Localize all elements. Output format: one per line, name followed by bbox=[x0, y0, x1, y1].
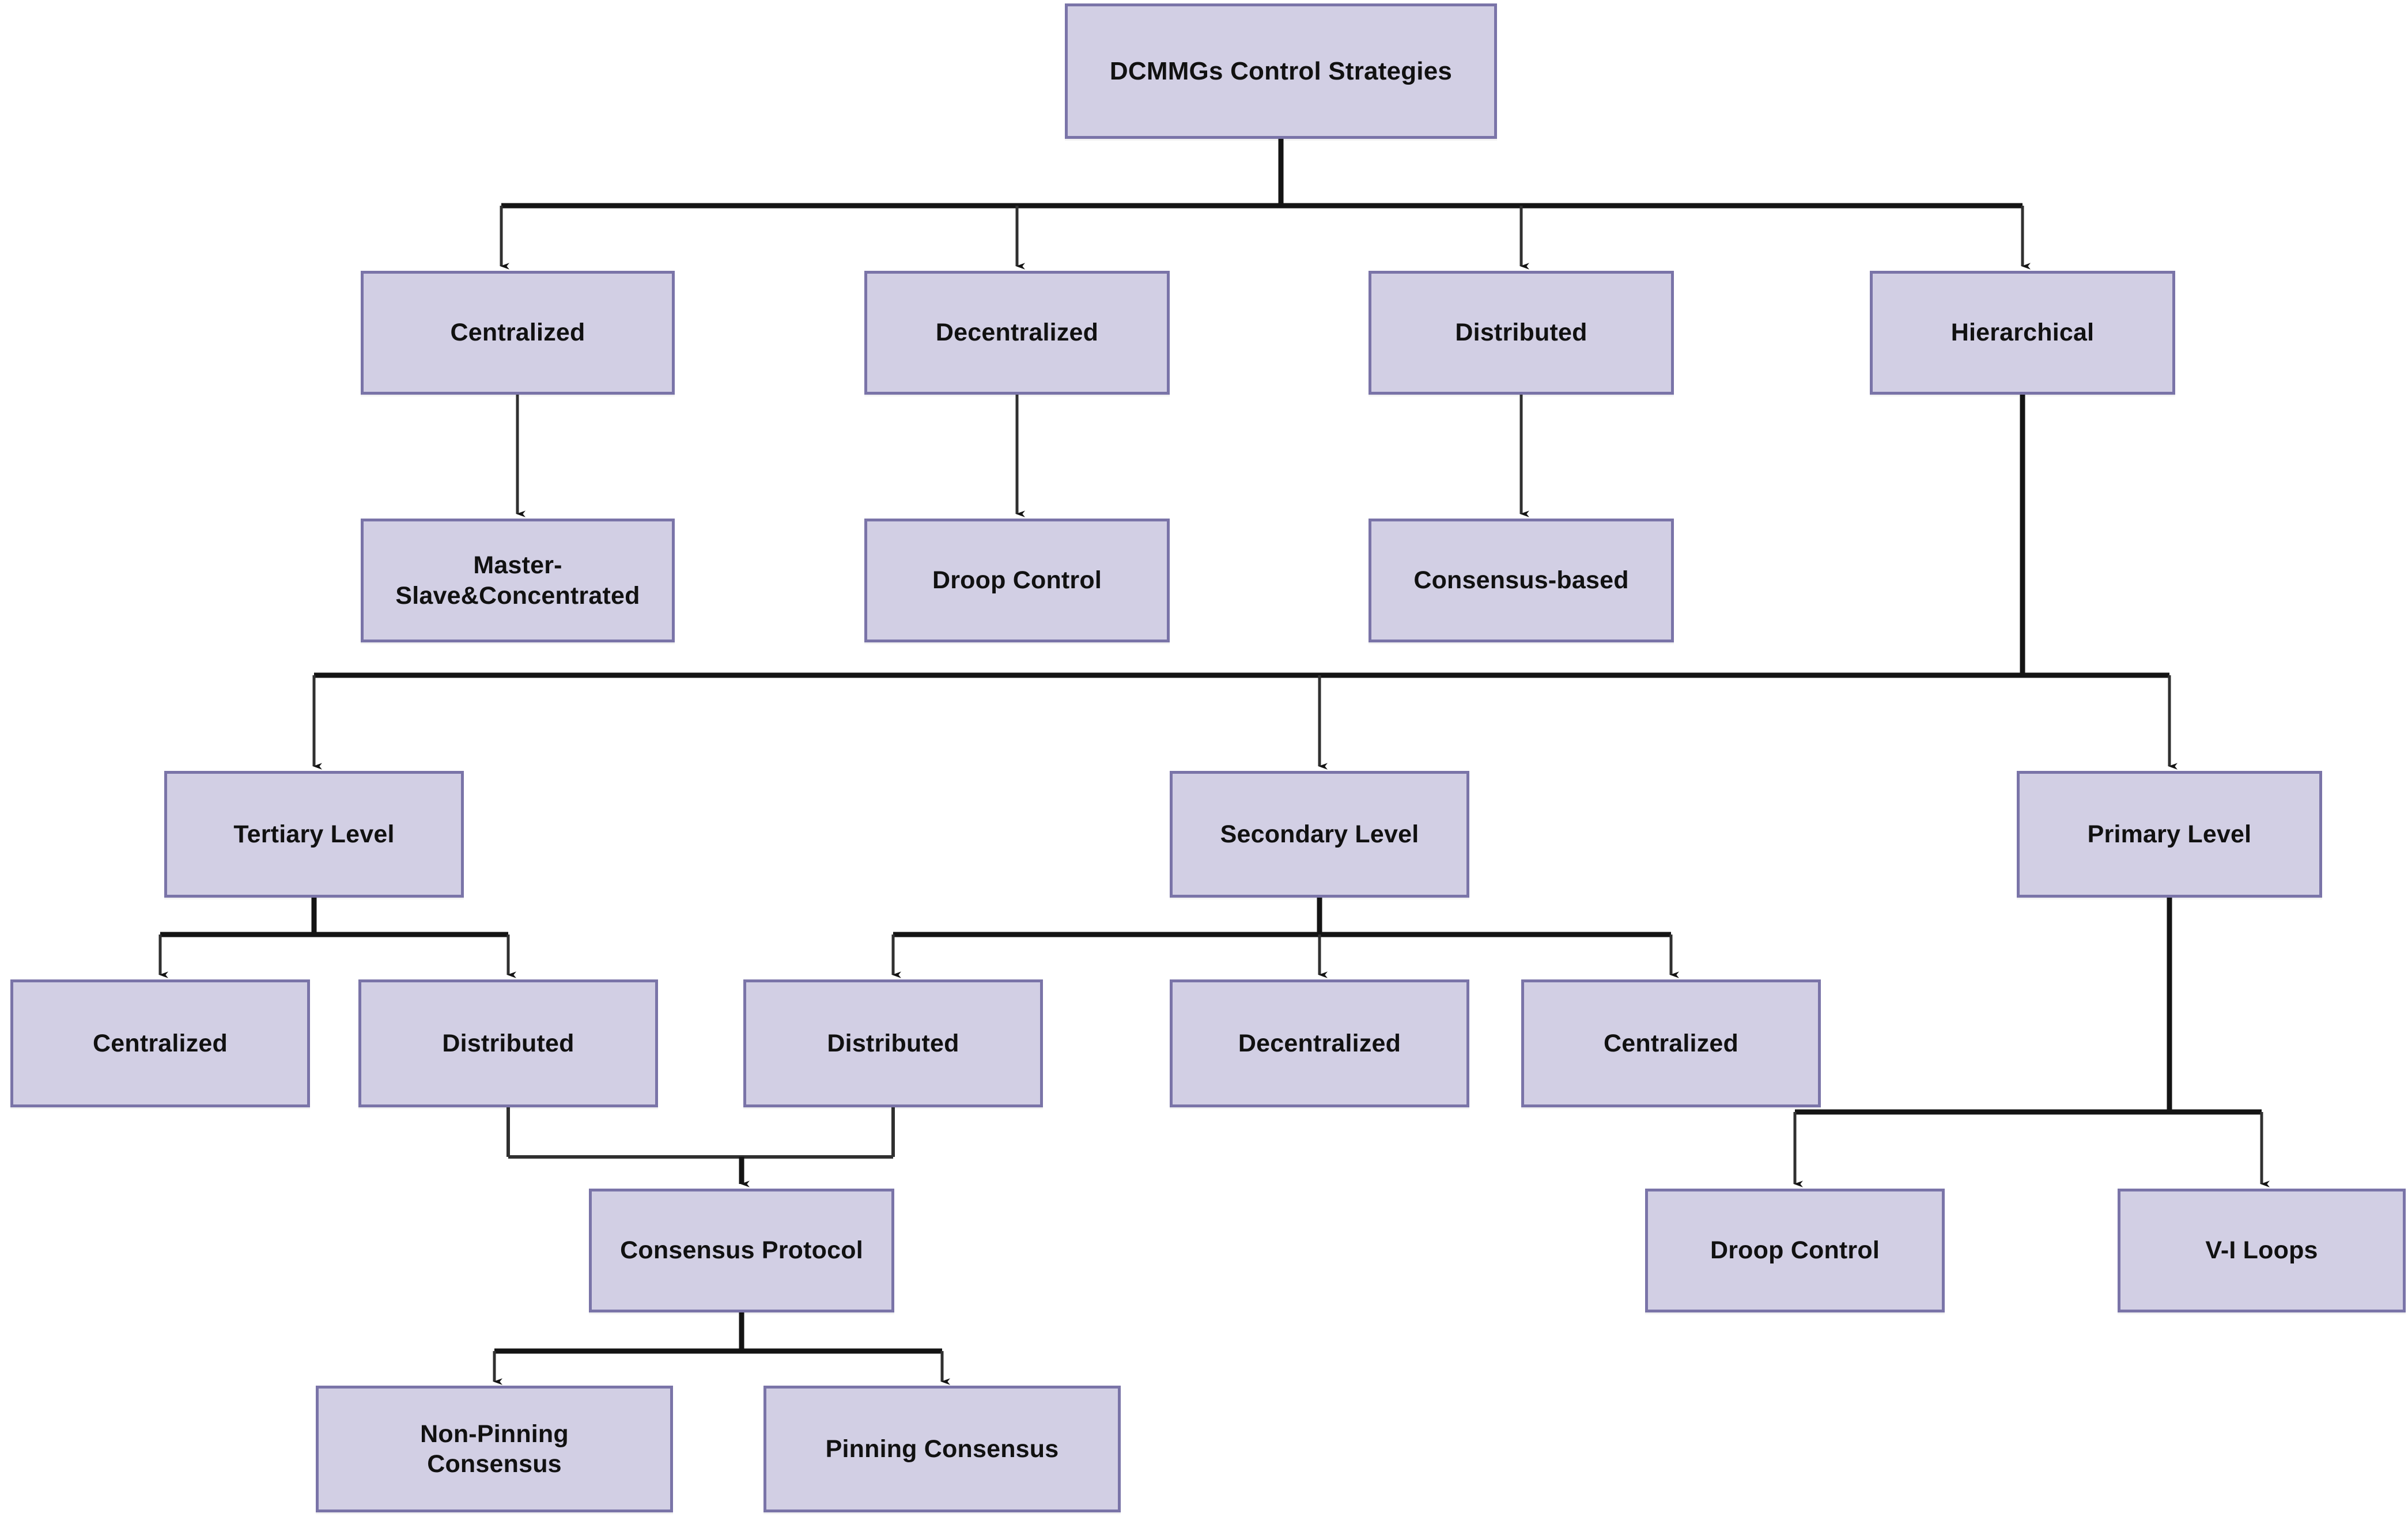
node-consensus-based[interactable]: Consensus-based bbox=[1369, 519, 1674, 642]
node-droop-control-decentralized[interactable]: Droop Control bbox=[864, 519, 1170, 642]
edge-consensusprotocol-children bbox=[493, 1312, 950, 1385]
node-label: Decentralized bbox=[1238, 1029, 1401, 1057]
node-label: Tertiary Level bbox=[233, 820, 395, 848]
node-label: Centralized bbox=[1604, 1029, 1738, 1057]
node-label: Consensus-based bbox=[1413, 566, 1629, 595]
node-tertiary-centralized[interactable]: Centralized bbox=[10, 979, 310, 1107]
edge-root-fanout bbox=[500, 139, 2031, 270]
node-primary-level[interactable]: Primary Level bbox=[2017, 771, 2322, 898]
node-label: Distributed bbox=[827, 1029, 959, 1057]
node-dcmmgs-control-strategies[interactable]: DCMMGs Control Strategies bbox=[1065, 3, 1497, 139]
node-tertiary-level[interactable]: Tertiary Level bbox=[164, 771, 464, 898]
node-label: Pinning Consensus bbox=[825, 1435, 1059, 1463]
node-label: DCMMGs Control Strategies bbox=[1109, 56, 1453, 85]
edge-tertiary-children bbox=[158, 898, 516, 978]
node-label: Hierarchical bbox=[1950, 319, 2095, 347]
edge-distributed-merge-consensusprotocol bbox=[506, 1107, 895, 1187]
node-label: Centralized bbox=[450, 319, 585, 347]
node-secondary-level[interactable]: Secondary Level bbox=[1170, 771, 1469, 898]
edge-primary-children bbox=[1793, 898, 2270, 1187]
node-secondary-distributed[interactable]: Distributed bbox=[743, 979, 1043, 1107]
node-label: Distributed bbox=[442, 1029, 574, 1057]
node-label: Primary Level bbox=[2087, 820, 2252, 848]
edge-secondary-children bbox=[891, 898, 1679, 978]
node-label: Distributed bbox=[1455, 319, 1587, 347]
node-non-pinning-consensus[interactable]: Non-Pinning Consensus bbox=[316, 1386, 673, 1512]
node-distributed[interactable]: Distributed bbox=[1369, 271, 1674, 395]
node-hierarchical[interactable]: Hierarchical bbox=[1870, 271, 2175, 395]
node-secondary-centralized[interactable]: Centralized bbox=[1521, 979, 1821, 1107]
node-label: Secondary Level bbox=[1220, 820, 1419, 848]
node-label: Centralized bbox=[93, 1029, 228, 1057]
node-droop-control-primary[interactable]: Droop Control bbox=[1645, 1189, 1945, 1312]
node-label: V-I Loops bbox=[2205, 1236, 2318, 1265]
node-consensus-protocol[interactable]: Consensus Protocol bbox=[589, 1189, 894, 1312]
node-label: Master- Slave&Concentrated bbox=[395, 551, 640, 610]
node-label: Consensus Protocol bbox=[620, 1236, 863, 1265]
node-pinning-consensus[interactable]: Pinning Consensus bbox=[763, 1386, 1121, 1512]
node-master-slave-concentrated[interactable]: Master- Slave&Concentrated bbox=[361, 519, 675, 642]
node-centralized[interactable]: Centralized bbox=[361, 271, 675, 395]
node-label: Non-Pinning Consensus bbox=[420, 1420, 569, 1478]
edge-hierarchical-levels bbox=[312, 395, 2178, 770]
node-secondary-decentralized[interactable]: Decentralized bbox=[1170, 979, 1469, 1107]
node-vi-loops[interactable]: V-I Loops bbox=[2118, 1189, 2406, 1312]
node-label: Droop Control bbox=[932, 566, 1102, 595]
node-tertiary-distributed[interactable]: Distributed bbox=[358, 979, 658, 1107]
node-label: Droop Control bbox=[1710, 1236, 1880, 1265]
node-decentralized[interactable]: Decentralized bbox=[864, 271, 1170, 395]
node-label: Decentralized bbox=[935, 319, 1099, 347]
